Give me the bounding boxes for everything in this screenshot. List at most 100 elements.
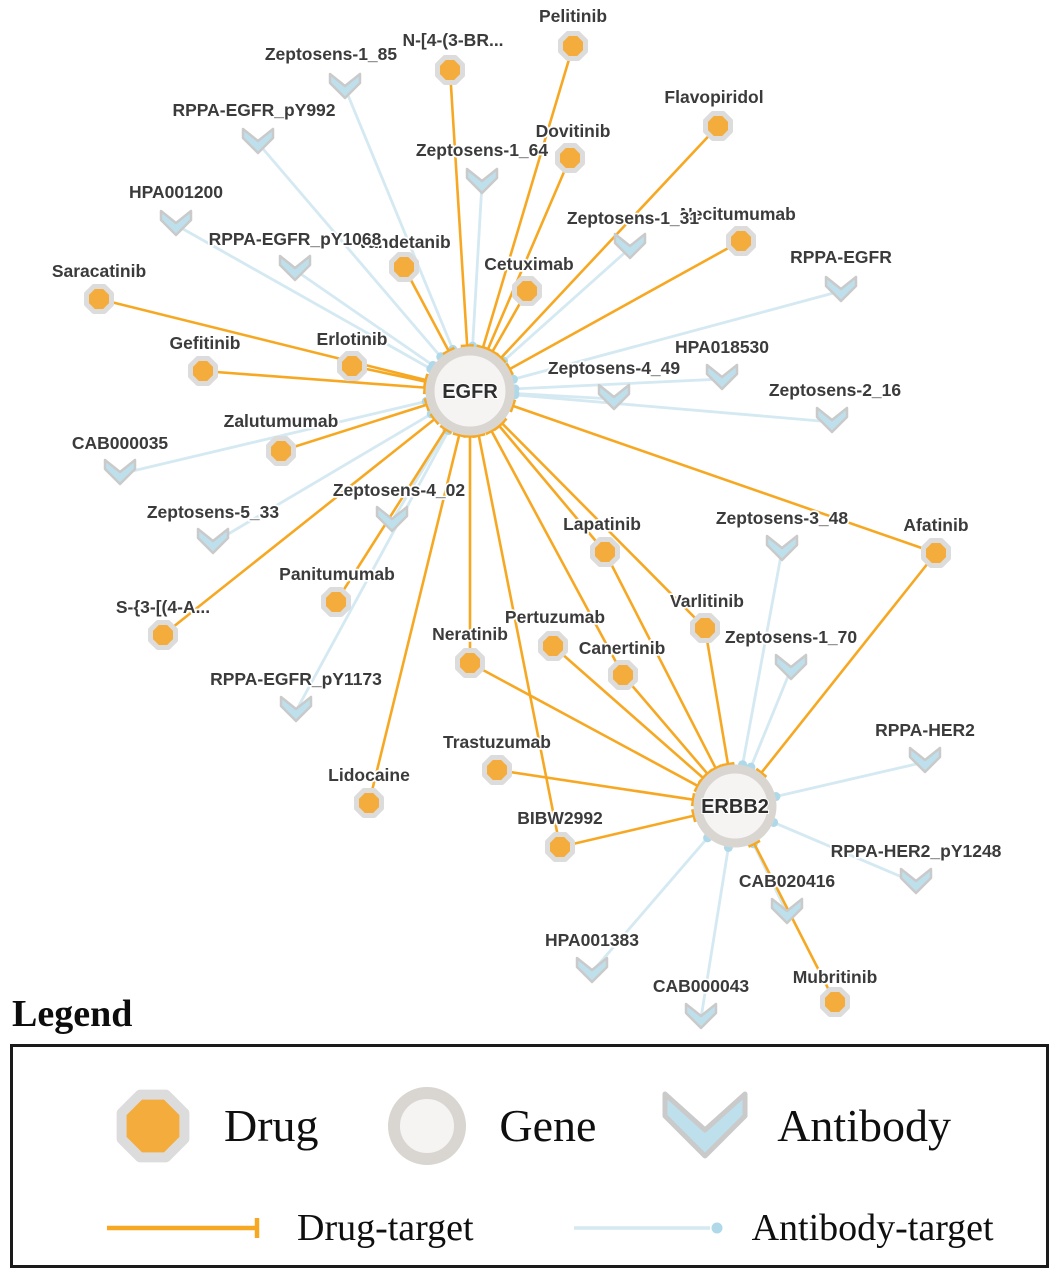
node-label: Zeptosens-4_49 xyxy=(548,358,681,378)
node-label: Zeptosens-5_33 xyxy=(147,502,280,522)
antibody-node[interactable] xyxy=(159,209,193,237)
antibody-node[interactable] xyxy=(375,505,409,533)
drug-target-edge-tbar xyxy=(690,793,697,807)
drug-node[interactable] xyxy=(726,226,756,256)
node-label: HPA001200 xyxy=(129,182,223,202)
antibody-node[interactable] xyxy=(575,956,609,984)
drug-node[interactable] xyxy=(482,755,512,785)
drug-target-edge-tbar xyxy=(485,347,499,357)
drug-target-edge xyxy=(497,424,606,553)
node-label: Zeptosens-2_16 xyxy=(769,380,902,400)
drug-node[interactable] xyxy=(435,55,465,85)
drug-target-edge xyxy=(367,434,461,804)
drug-edges-layer xyxy=(98,45,938,1003)
gene-icon xyxy=(388,1086,467,1165)
node-label: Zeptosens-1_64 xyxy=(416,140,549,160)
node-label: Cetuximab xyxy=(484,254,573,274)
antibody-node[interactable] xyxy=(196,527,230,555)
antibody-node[interactable] xyxy=(241,127,275,155)
antibody-node[interactable] xyxy=(770,897,804,925)
drug-node[interactable] xyxy=(84,284,114,314)
antibody-target-edge xyxy=(590,836,709,973)
antibody-node[interactable] xyxy=(684,1002,718,1030)
antibody-target-edge xyxy=(343,87,455,350)
gene-node[interactable] xyxy=(693,764,777,848)
network-graph: PelitinibN-[4-(3-BR...FlavopiridolDoviti… xyxy=(50,4,1003,1030)
drug-target-edge xyxy=(334,428,447,603)
drug-node[interactable] xyxy=(389,252,419,282)
drug-node[interactable] xyxy=(820,987,850,1017)
antibody-node[interactable] xyxy=(824,275,858,303)
drug-node[interactable] xyxy=(703,111,733,141)
antibody-node[interactable] xyxy=(103,458,137,486)
drug-node[interactable] xyxy=(538,631,568,661)
antibody-node[interactable] xyxy=(597,383,631,411)
drug-node[interactable] xyxy=(545,832,575,862)
antibody-target-edge xyxy=(749,668,793,768)
drug-node[interactable] xyxy=(690,613,720,643)
node-label: Necitumumab xyxy=(680,204,796,224)
drug-target-edge-tbar xyxy=(721,761,735,768)
drug-node[interactable] xyxy=(188,356,218,386)
drug-target-edge-tbar xyxy=(439,424,453,434)
drug-node[interactable] xyxy=(266,436,296,466)
node-label: N-[4-(3-BR... xyxy=(402,30,503,50)
node-label: Zeptosens-3_48 xyxy=(716,508,849,528)
node-label: CAB000035 xyxy=(72,433,169,453)
node-label: Vandetanib xyxy=(357,232,450,252)
drug-node[interactable] xyxy=(455,648,485,678)
drug-target-edge-tbar xyxy=(693,779,703,793)
gene-label: EGFR xyxy=(442,381,498,403)
drug-node[interactable] xyxy=(512,276,542,306)
drug-node[interactable] xyxy=(590,537,620,567)
node-label: Gefitinib xyxy=(170,333,241,353)
drug-node[interactable] xyxy=(148,620,178,650)
drug-node[interactable] xyxy=(608,660,638,690)
drug-target-edge-tbar xyxy=(690,808,698,823)
antibody-node[interactable] xyxy=(278,254,312,282)
drug-target-edge-tbar xyxy=(452,431,467,438)
drug-node[interactable] xyxy=(321,587,351,617)
gene-label: ERBB2 xyxy=(701,796,769,818)
node-label: RPPA-EGFR_pY1173 xyxy=(210,669,382,689)
legend-drug-label: Drug xyxy=(224,1100,319,1152)
antibody-node[interactable] xyxy=(705,363,739,391)
legend-item-antibody: Antibody xyxy=(659,1086,951,1166)
drug-target-edge xyxy=(552,645,705,780)
drug-target-edge-tbar xyxy=(504,362,515,376)
node-label: Dovitinib xyxy=(536,121,611,141)
drug-target-edge xyxy=(280,403,428,453)
node-label: Varlitinib xyxy=(670,591,744,611)
antibody-target-edge xyxy=(212,412,432,545)
gene-node[interactable] xyxy=(425,346,515,436)
drug-target-edge xyxy=(481,45,575,349)
node-label: Saracatinib xyxy=(52,261,146,281)
legend-item-drug: Drug xyxy=(108,1081,319,1171)
drug-node[interactable] xyxy=(558,31,588,61)
legend-edge-row: Drug-target Antibody-target xyxy=(13,1190,1046,1265)
drug-node[interactable] xyxy=(555,143,585,173)
antibody-node[interactable] xyxy=(328,72,362,100)
antibody-node[interactable] xyxy=(765,534,799,562)
drug-node[interactable] xyxy=(337,351,367,381)
node-label: Zalutumumab xyxy=(224,411,339,431)
antibody-node[interactable] xyxy=(465,167,499,195)
drug-node[interactable] xyxy=(921,538,951,568)
drug-target-edge-tbar xyxy=(754,767,768,779)
drug-target-edge-tbar xyxy=(747,838,761,848)
antibody-node[interactable] xyxy=(613,232,647,260)
antibody-target-edge xyxy=(514,377,723,391)
antibody-node[interactable] xyxy=(899,867,933,895)
antibody-icon xyxy=(662,1091,748,1159)
antibody-target-edge xyxy=(471,182,484,347)
antibody-node[interactable] xyxy=(774,653,808,681)
drug-node[interactable] xyxy=(354,788,384,818)
antibody-target-edge xyxy=(294,429,450,712)
node-label: CAB020416 xyxy=(739,871,836,891)
node-label: Afatinib xyxy=(903,515,968,535)
antibody-target-edge xyxy=(741,549,784,765)
antibody-node[interactable] xyxy=(815,406,849,434)
antibody-node[interactable] xyxy=(908,746,942,774)
antibody-node[interactable] xyxy=(279,695,313,723)
antibody-target-edge-icon xyxy=(573,1222,723,1234)
